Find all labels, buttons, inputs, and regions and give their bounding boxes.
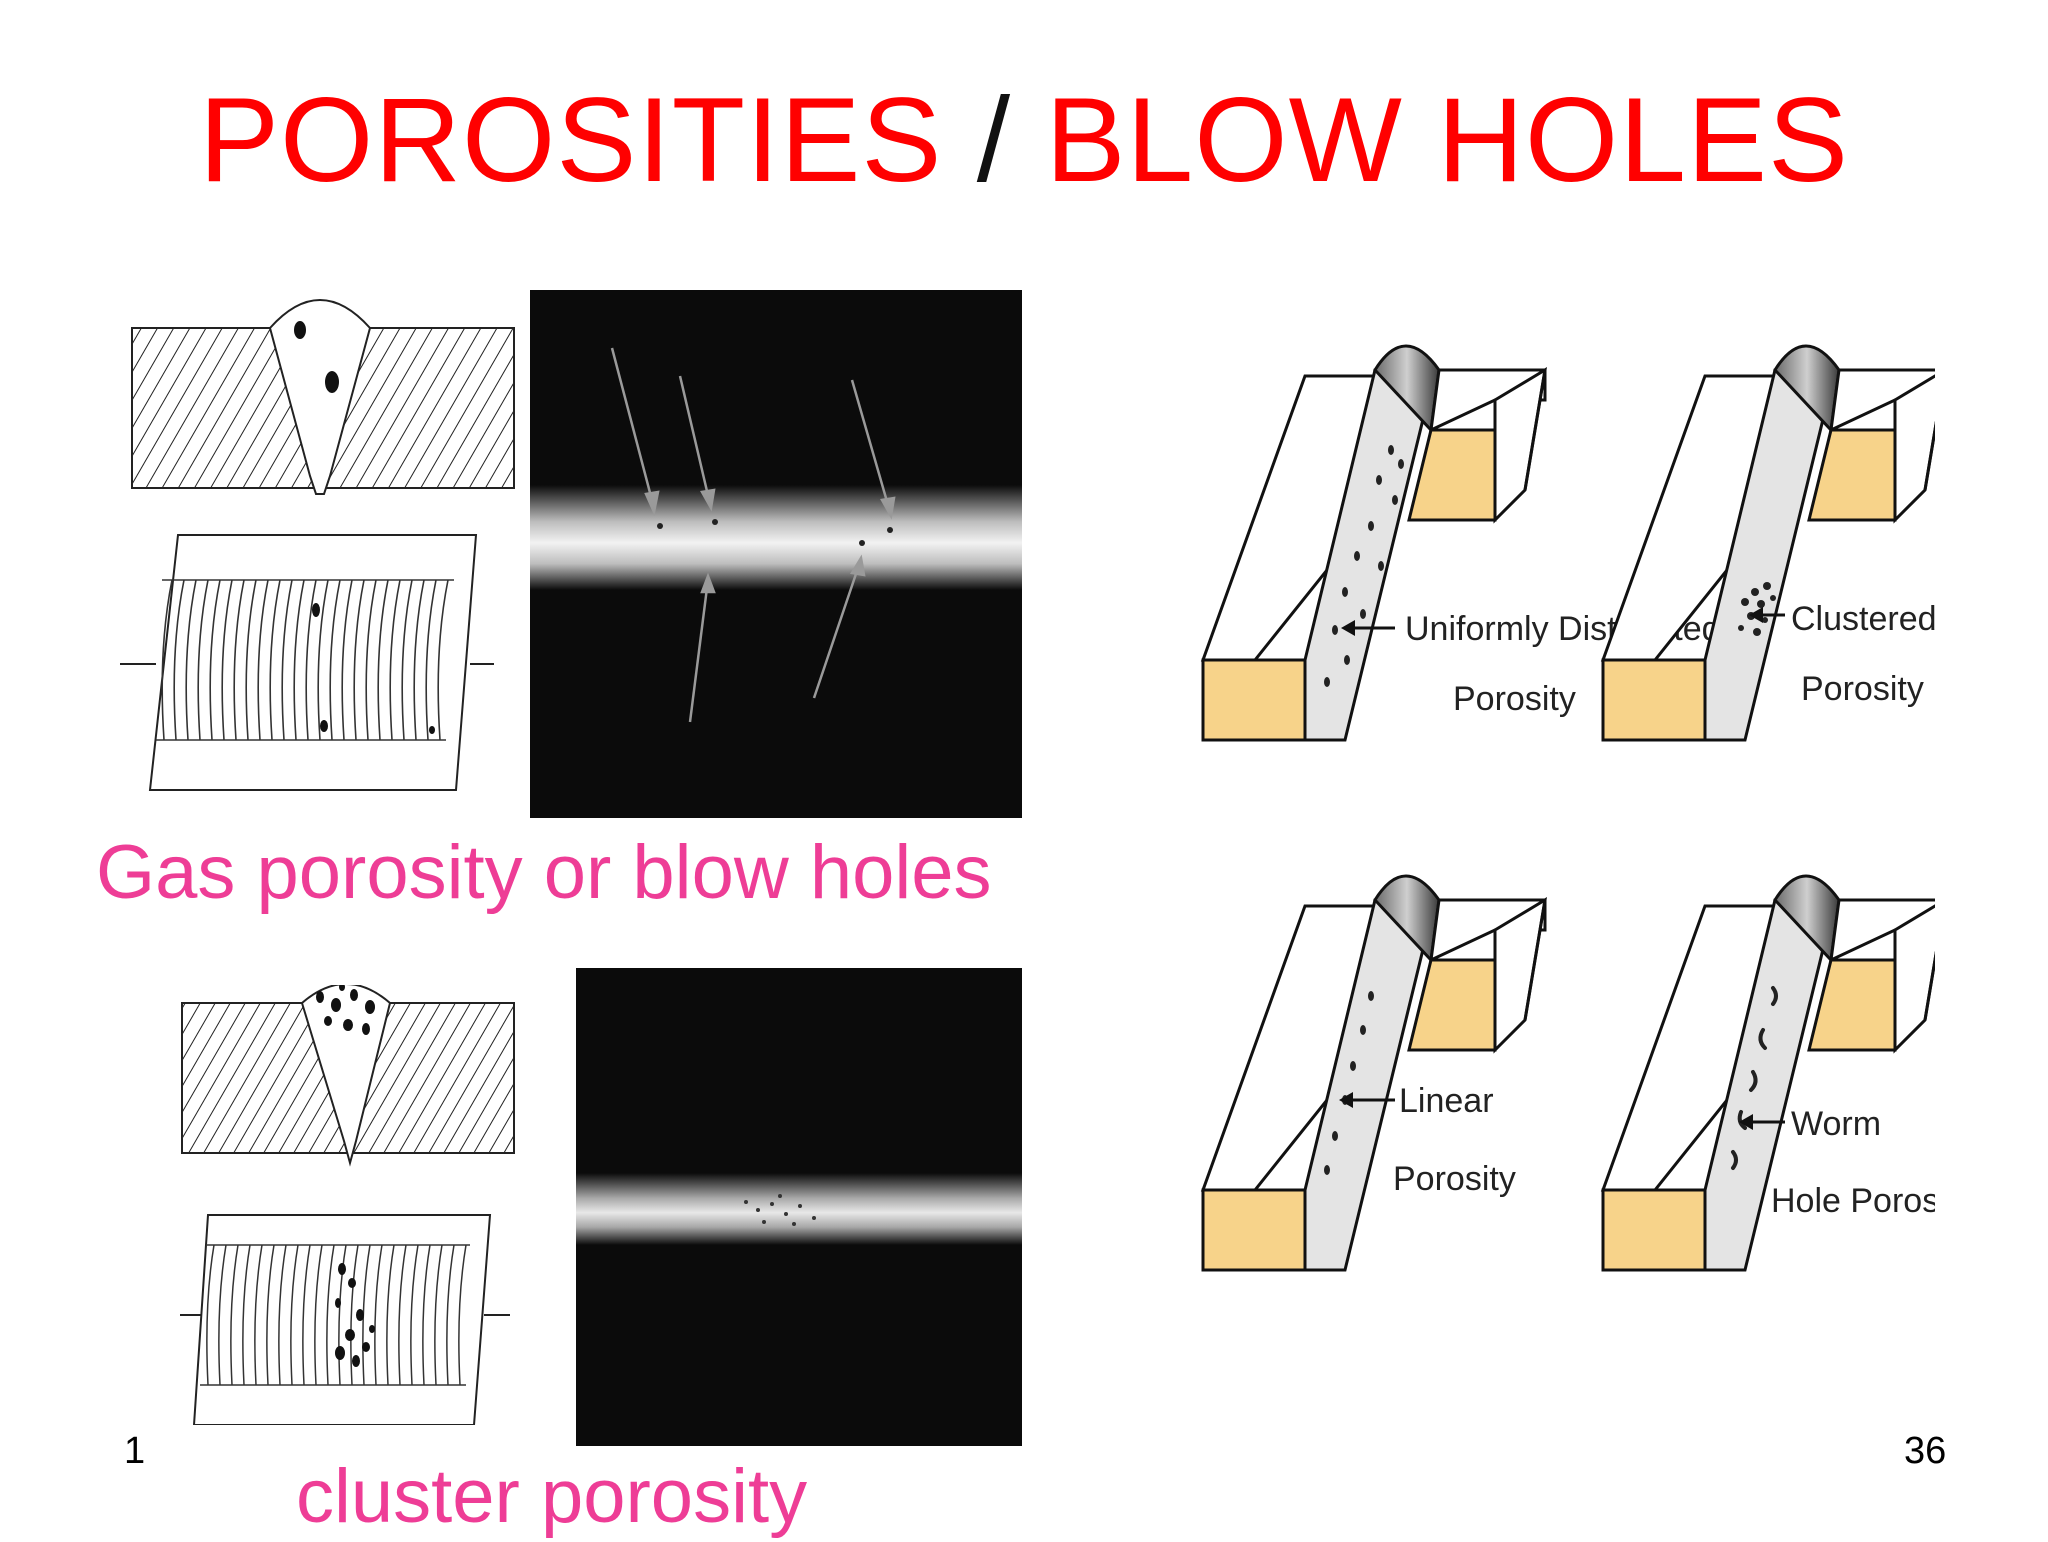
uniform-label-line2: Porosity — [1453, 680, 1576, 718]
caption-gas-porosity: Gas porosity or blow holes — [96, 830, 992, 915]
linear-label-line2: Porosity — [1393, 1160, 1516, 1198]
clustered-label-line1: Clustered — [1791, 600, 1935, 638]
title-blow-holes: BLOW HOLES — [1045, 73, 1850, 207]
cluster-porosity-sketch — [180, 985, 515, 1425]
weld-wormhole-porosity: Worm Hole Porosity — [1601, 874, 1935, 1272]
gas-porosity-sketch — [120, 299, 515, 791]
xray-cluster-porosity — [576, 968, 1022, 1446]
caption-cluster-porosity: cluster porosity — [296, 1454, 808, 1539]
slide-title: POROSITIES / BLOW HOLES — [0, 70, 2048, 210]
title-porosities: POROSITIES — [198, 73, 943, 207]
footer-left-number: 1 — [124, 1430, 146, 1472]
porosity-types-diagram: Uniformly Distributed Porosity Clustered… — [1201, 344, 1935, 1272]
weld-clustered-porosity: Clustered Porosity — [1601, 344, 1935, 742]
weld-linear-porosity: Linear Porosity — [1201, 874, 1547, 1272]
linear-label-line1: Linear — [1399, 1082, 1494, 1120]
worm-label-line2: Hole Porosity — [1771, 1182, 1935, 1220]
clustered-label-line2: Porosity — [1801, 670, 1924, 708]
xray-gas-porosity — [530, 290, 1022, 818]
worm-label-line1: Worm — [1791, 1105, 1881, 1143]
slide-number: 36 — [1904, 1430, 1947, 1472]
title-separator: / — [942, 73, 1046, 207]
